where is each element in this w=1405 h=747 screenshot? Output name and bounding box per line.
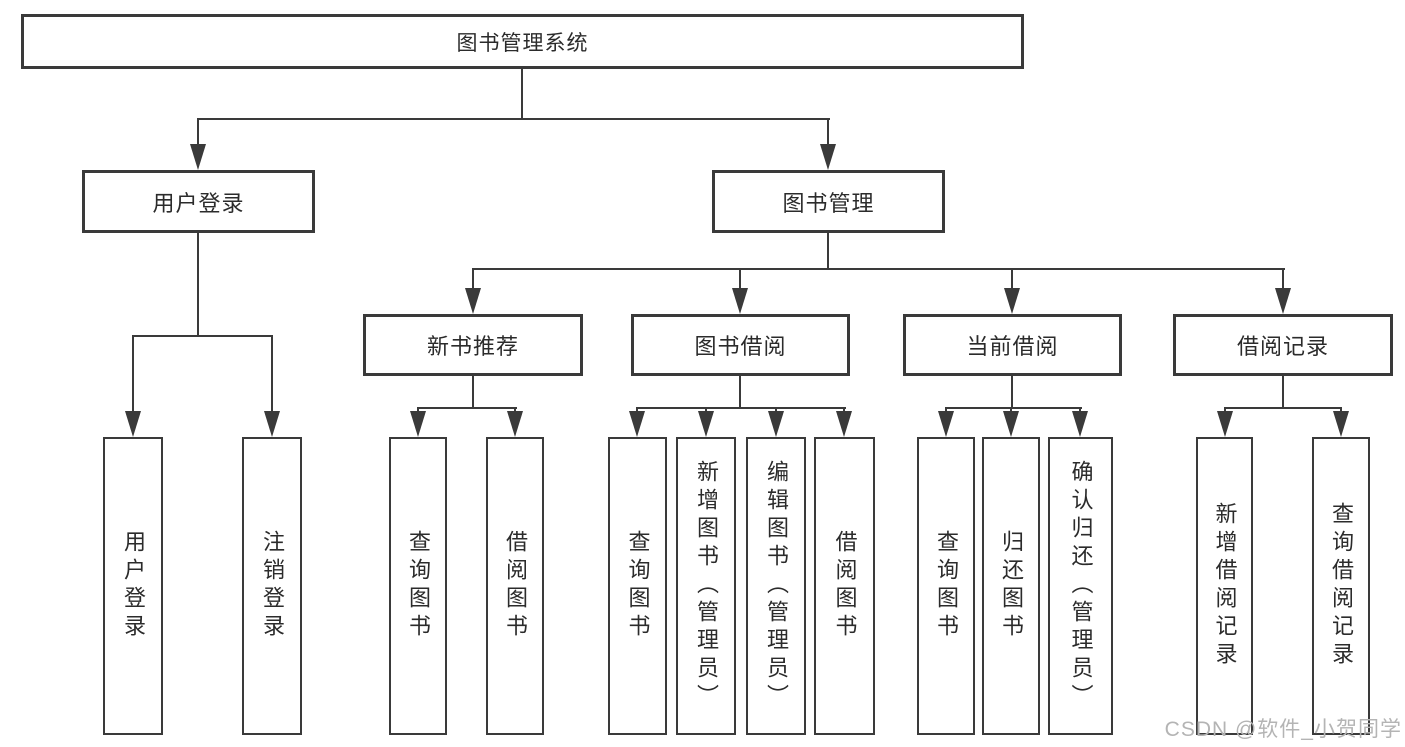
arrow-down-icon xyxy=(1004,288,1020,314)
connector-hline xyxy=(132,335,273,337)
arrow-down-icon xyxy=(629,411,645,437)
arrow-down-icon xyxy=(698,411,714,437)
node-user-login: 用户登录 xyxy=(82,170,315,233)
connector-stem xyxy=(1011,376,1013,409)
leaf-confirm-return-admin: 确认归还（管理员） xyxy=(1048,437,1113,735)
arrow-down-icon xyxy=(938,411,954,437)
arrow-down-icon xyxy=(1333,411,1349,437)
arrow-down-icon xyxy=(732,288,748,314)
connector-stem xyxy=(739,376,741,409)
arrow-down-icon xyxy=(1072,411,1088,437)
node-library-system: 图书管理系统 xyxy=(21,14,1024,69)
leaf-query-borrow-record: 查询借阅记录 xyxy=(1312,437,1370,735)
arrow-down-icon xyxy=(1003,411,1019,437)
leaf-add-borrow-record: 新增借阅记录 xyxy=(1196,437,1253,735)
leaf-borrow-books-recommend: 借阅图书 xyxy=(486,437,544,735)
arrow-down-icon xyxy=(1275,288,1291,314)
leaf-edit-book-admin: 编辑图书（管理员） xyxy=(746,437,806,735)
connector-drop xyxy=(472,268,474,290)
leaf-add-book-admin: 新增图书（管理员） xyxy=(676,437,736,735)
leaf-logout: 注销登录 xyxy=(242,437,302,735)
arrow-down-icon xyxy=(836,411,852,437)
connector-stem xyxy=(827,233,829,270)
connector-drop xyxy=(197,118,199,146)
arrow-down-icon xyxy=(190,144,206,170)
node-borrowing-records: 借阅记录 xyxy=(1173,314,1393,376)
arrow-down-icon xyxy=(410,411,426,437)
leaf-query-books-current: 查询图书 xyxy=(917,437,975,735)
connector-hline xyxy=(1224,407,1342,409)
arrow-down-icon xyxy=(768,411,784,437)
connector-drop xyxy=(1011,268,1013,290)
node-book-borrowing: 图书借阅 xyxy=(631,314,850,376)
connector-stem xyxy=(521,69,523,120)
leaf-query-books-borrow: 查询图书 xyxy=(608,437,667,735)
node-new-book-recommend: 新书推荐 xyxy=(363,314,583,376)
node-current-borrowing: 当前借阅 xyxy=(903,314,1122,376)
connector-stem xyxy=(1282,376,1284,409)
arrow-down-icon xyxy=(125,411,141,437)
node-book-management: 图书管理 xyxy=(712,170,945,233)
connector-stem xyxy=(197,233,199,337)
connector-drop xyxy=(739,268,741,290)
arrow-down-icon xyxy=(264,411,280,437)
connector-drop xyxy=(271,335,273,413)
connector-hline xyxy=(417,407,517,409)
connector-hline xyxy=(472,268,1285,270)
leaf-query-books-recommend: 查询图书 xyxy=(389,437,447,735)
arrow-down-icon xyxy=(820,144,836,170)
watermark-csdn: CSDN @软件_小贺同学 xyxy=(1164,718,1402,741)
connector-drop xyxy=(132,335,134,413)
arrow-down-icon xyxy=(1217,411,1233,437)
leaf-return-books: 归还图书 xyxy=(982,437,1040,735)
connector-hline xyxy=(197,118,830,120)
connector-hline xyxy=(636,407,846,409)
arrow-down-icon xyxy=(507,411,523,437)
leaf-user-login: 用户登录 xyxy=(103,437,163,735)
connector-drop xyxy=(1282,268,1284,290)
connector-stem xyxy=(472,376,474,409)
leaf-borrow-books: 借阅图书 xyxy=(814,437,875,735)
connector-drop xyxy=(827,118,829,146)
arrow-down-icon xyxy=(465,288,481,314)
connector-hline xyxy=(945,407,1082,409)
